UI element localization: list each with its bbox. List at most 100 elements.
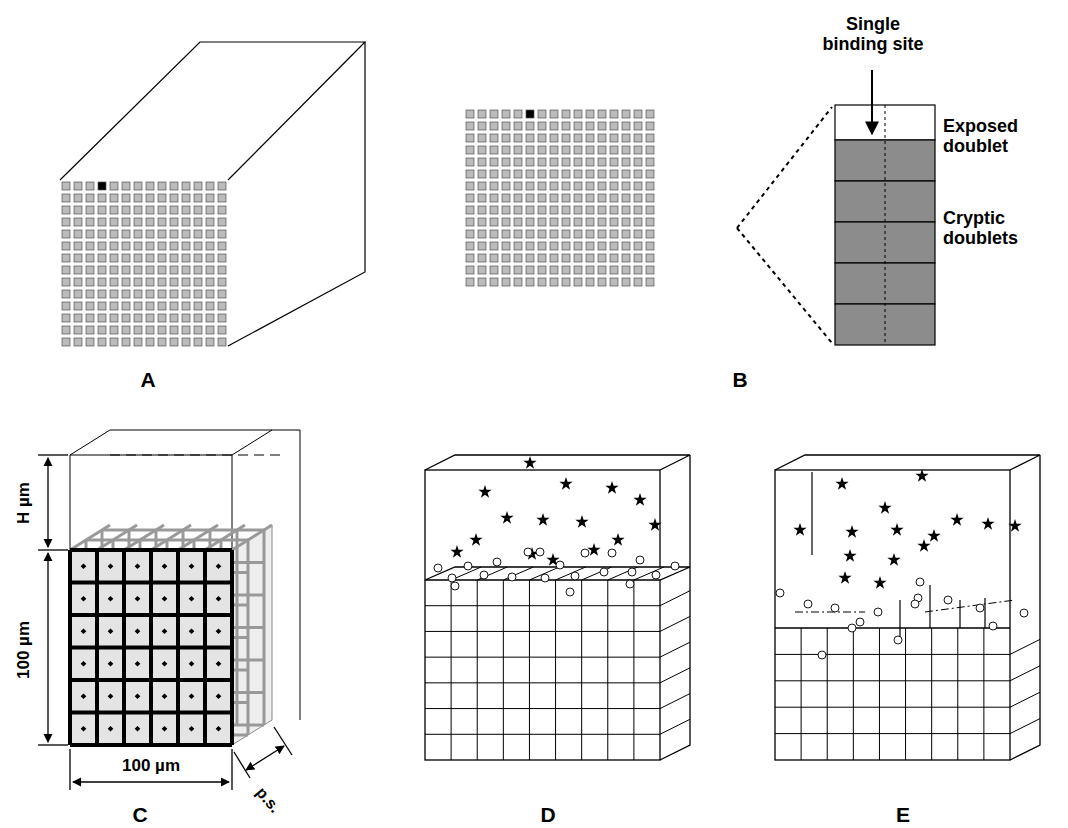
- grid-line: [983, 628, 984, 760]
- tubule-square: [634, 278, 642, 286]
- grid-line: [425, 734, 660, 735]
- tubule-square: [562, 194, 570, 202]
- tubule-square: [98, 206, 106, 214]
- tubule-square: [610, 146, 618, 154]
- tubule-square: [146, 314, 154, 322]
- tubule-square: [206, 266, 214, 274]
- tubule-square: [634, 146, 642, 154]
- tubule-square: [526, 146, 534, 154]
- grid-line: [70, 678, 232, 682]
- tubule-square: [634, 194, 642, 202]
- tubule-square: [122, 218, 130, 226]
- tubule-square: [62, 254, 70, 262]
- tubule-square: [598, 110, 606, 118]
- tubule-square: [74, 206, 82, 214]
- tubule-square: [146, 290, 154, 298]
- tubule-square: [206, 206, 214, 214]
- tubule-square: [122, 314, 130, 322]
- tubule-square: [194, 266, 202, 274]
- panel-letter: C: [132, 803, 147, 827]
- free-molecule: [500, 511, 513, 524]
- tubule-square: [122, 338, 130, 346]
- tubule-square: [586, 122, 594, 130]
- tubule-square: [490, 230, 498, 238]
- binding-dot: [189, 563, 195, 569]
- tubule-square: [86, 314, 94, 322]
- tubule-square: [158, 254, 166, 262]
- grid-line: [232, 525, 272, 550]
- grid-line: [775, 680, 1010, 681]
- tubule-square: [646, 170, 654, 178]
- tubule-square: [466, 242, 474, 250]
- tubule-square: [158, 278, 166, 286]
- tubule-square: [170, 254, 178, 262]
- tubule-square: [74, 218, 82, 226]
- tubule-square: [194, 302, 202, 310]
- bound-molecule: [989, 622, 997, 630]
- tubule-square: [562, 218, 570, 226]
- grid-line: [660, 694, 690, 709]
- tubule-square: [478, 170, 486, 178]
- bound-molecule: [652, 571, 660, 579]
- tubule-square: [170, 314, 178, 322]
- tubule-square: [206, 302, 214, 310]
- surface-line: [775, 627, 1010, 628]
- tubule-square: [158, 242, 166, 250]
- tubule-square: [502, 206, 510, 214]
- tubule-square: [182, 218, 190, 226]
- tubule-square: [86, 194, 94, 202]
- tubule-square: [134, 326, 142, 334]
- tubule-square: [538, 110, 546, 118]
- tubule-square: [646, 218, 654, 226]
- tubule-square: [98, 194, 106, 202]
- binding-dot: [216, 726, 222, 732]
- tubule-square: [622, 230, 630, 238]
- grid-line: [263, 530, 266, 725]
- tubule-square: [502, 146, 510, 154]
- tubule-square: [170, 206, 178, 214]
- tubule-square: [574, 146, 582, 154]
- tubule-square: [562, 146, 570, 154]
- tubule-square: [206, 290, 214, 298]
- tubule-square: [550, 134, 558, 142]
- tubule-square: [478, 110, 486, 118]
- tubule-square: [598, 278, 606, 286]
- bound-molecule: [434, 564, 442, 572]
- chamber-outline: [425, 455, 690, 760]
- tubule-square: [550, 122, 558, 130]
- free-molecule: [950, 513, 963, 526]
- tubule-square: [550, 254, 558, 262]
- tubule-square: [562, 134, 570, 142]
- tubule-square: [574, 158, 582, 166]
- binding-dot: [216, 563, 222, 569]
- tubule-square: [634, 230, 642, 238]
- tubule-square: [586, 170, 594, 178]
- tubule-square: [574, 218, 582, 226]
- tubule-square: [550, 278, 558, 286]
- tubule-square: [622, 134, 630, 142]
- tubule-square: [206, 242, 214, 250]
- tubule-square: [598, 194, 606, 202]
- tubule-square: [526, 122, 534, 130]
- tubule-square: [610, 122, 618, 130]
- grid-line: [425, 605, 660, 606]
- binding-dot: [189, 693, 195, 699]
- free-molecule: [469, 533, 482, 546]
- tubule-square: [182, 338, 190, 346]
- tubule-square: [502, 242, 510, 250]
- tubule-square: [562, 110, 570, 118]
- tubule-square: [502, 194, 510, 202]
- tubule-square: [610, 278, 618, 286]
- binding-dot: [108, 693, 114, 699]
- tubule-square: [598, 230, 606, 238]
- tubule-square: [514, 182, 522, 190]
- tubule-square: [170, 266, 178, 274]
- tubule-square: [634, 266, 642, 274]
- tubule-square: [218, 230, 226, 238]
- tubule-square: [146, 218, 154, 226]
- tubule-square: [62, 218, 70, 226]
- bound-molecule: [566, 588, 574, 596]
- tubule-square: [134, 290, 142, 298]
- tubule-square: [170, 242, 178, 250]
- tubule-square: [62, 206, 70, 214]
